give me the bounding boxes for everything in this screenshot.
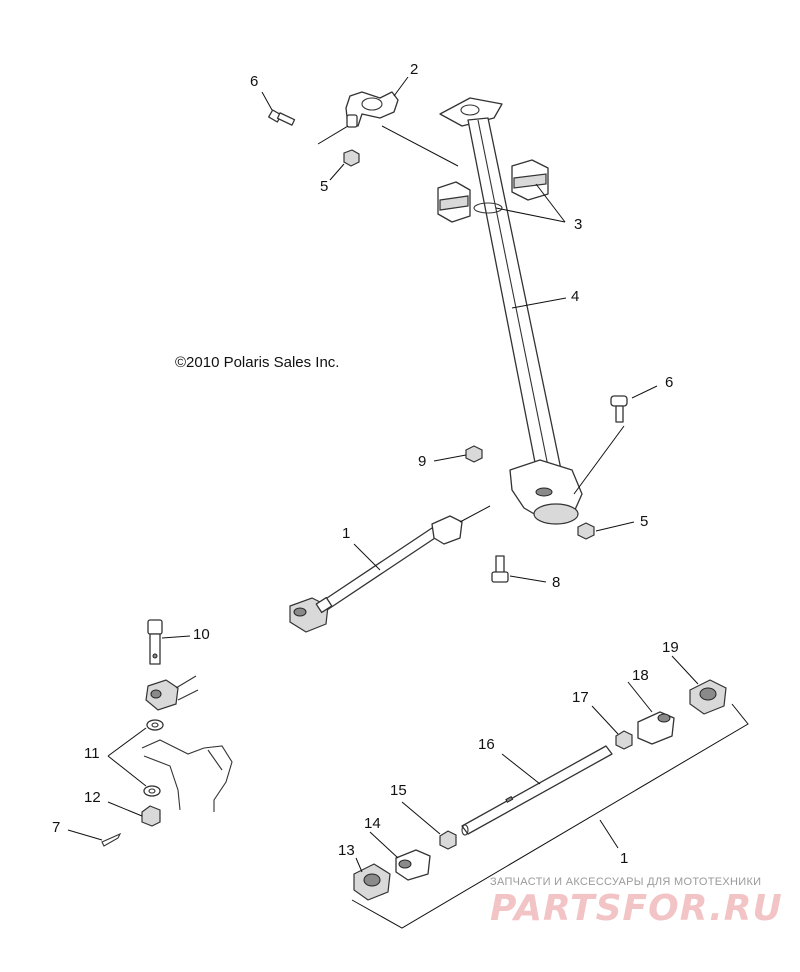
callout-12: 12 <box>84 789 101 806</box>
callout-15: 15 <box>390 782 407 799</box>
bushing-part-left <box>437 181 471 223</box>
bushing-part-right <box>511 159 549 201</box>
callout-1-upper: 1 <box>342 525 351 542</box>
rod-end-part-18 <box>637 711 675 745</box>
clamp-bracket-part <box>345 91 399 128</box>
steering-column-part <box>439 97 583 525</box>
tie-rod-shaft-part <box>461 745 613 836</box>
callout-5-top: 5 <box>320 178 329 195</box>
callout-14: 14 <box>364 815 381 832</box>
bolt-part-right <box>610 395 628 423</box>
nut-part-lower <box>577 522 595 540</box>
leader-lines <box>67 76 749 929</box>
nut-part-12 <box>141 805 161 827</box>
callout-5-lower: 5 <box>640 513 649 530</box>
rod-end-part-14 <box>395 849 431 881</box>
mounting-bracket-left <box>141 739 233 812</box>
nut-part-9 <box>465 445 483 463</box>
callout-1-lower: 1 <box>620 850 629 867</box>
callout-7: 7 <box>52 819 61 836</box>
bolt-part-10 <box>147 619 163 665</box>
rod-end-left <box>145 675 199 711</box>
watermark-logo: PARTSFOR.RU <box>490 888 783 929</box>
jam-nut-part-15 <box>439 830 457 850</box>
callout-13: 13 <box>338 842 355 859</box>
washer-part-upper <box>146 719 164 731</box>
callout-6-top: 6 <box>250 73 259 90</box>
bolt-part-8 <box>491 555 509 583</box>
callout-4: 4 <box>571 288 580 305</box>
callout-6-right: 6 <box>665 374 674 391</box>
callout-16: 16 <box>478 736 495 753</box>
ball-joint-part-13 <box>353 863 391 901</box>
cotter-pin-part <box>101 832 122 847</box>
callout-10: 10 <box>193 626 210 643</box>
watermark-tagline: ЗАПЧАСТИ И АКСЕССУАРЫ ДЛЯ МОТОТЕХНИКИ <box>490 876 762 888</box>
copyright-notice: ©2010 Polaris Sales Inc. <box>175 354 340 371</box>
jam-nut-part-17 <box>615 730 633 750</box>
callout-19: 19 <box>662 639 679 656</box>
bushing-band <box>473 202 503 214</box>
callout-11: 11 <box>84 745 100 762</box>
nut-part-top <box>343 149 360 167</box>
callout-8: 8 <box>552 574 561 591</box>
tie-rod-assembly-upper <box>289 515 463 633</box>
callout-9: 9 <box>418 453 427 470</box>
callout-17: 17 <box>572 689 589 706</box>
callout-18: 18 <box>632 667 649 684</box>
ball-joint-part-19 <box>689 679 727 715</box>
callout-3: 3 <box>574 216 583 233</box>
washer-part-lower <box>143 785 161 797</box>
callout-2: 2 <box>410 61 419 78</box>
bolt-part-top <box>268 109 296 126</box>
